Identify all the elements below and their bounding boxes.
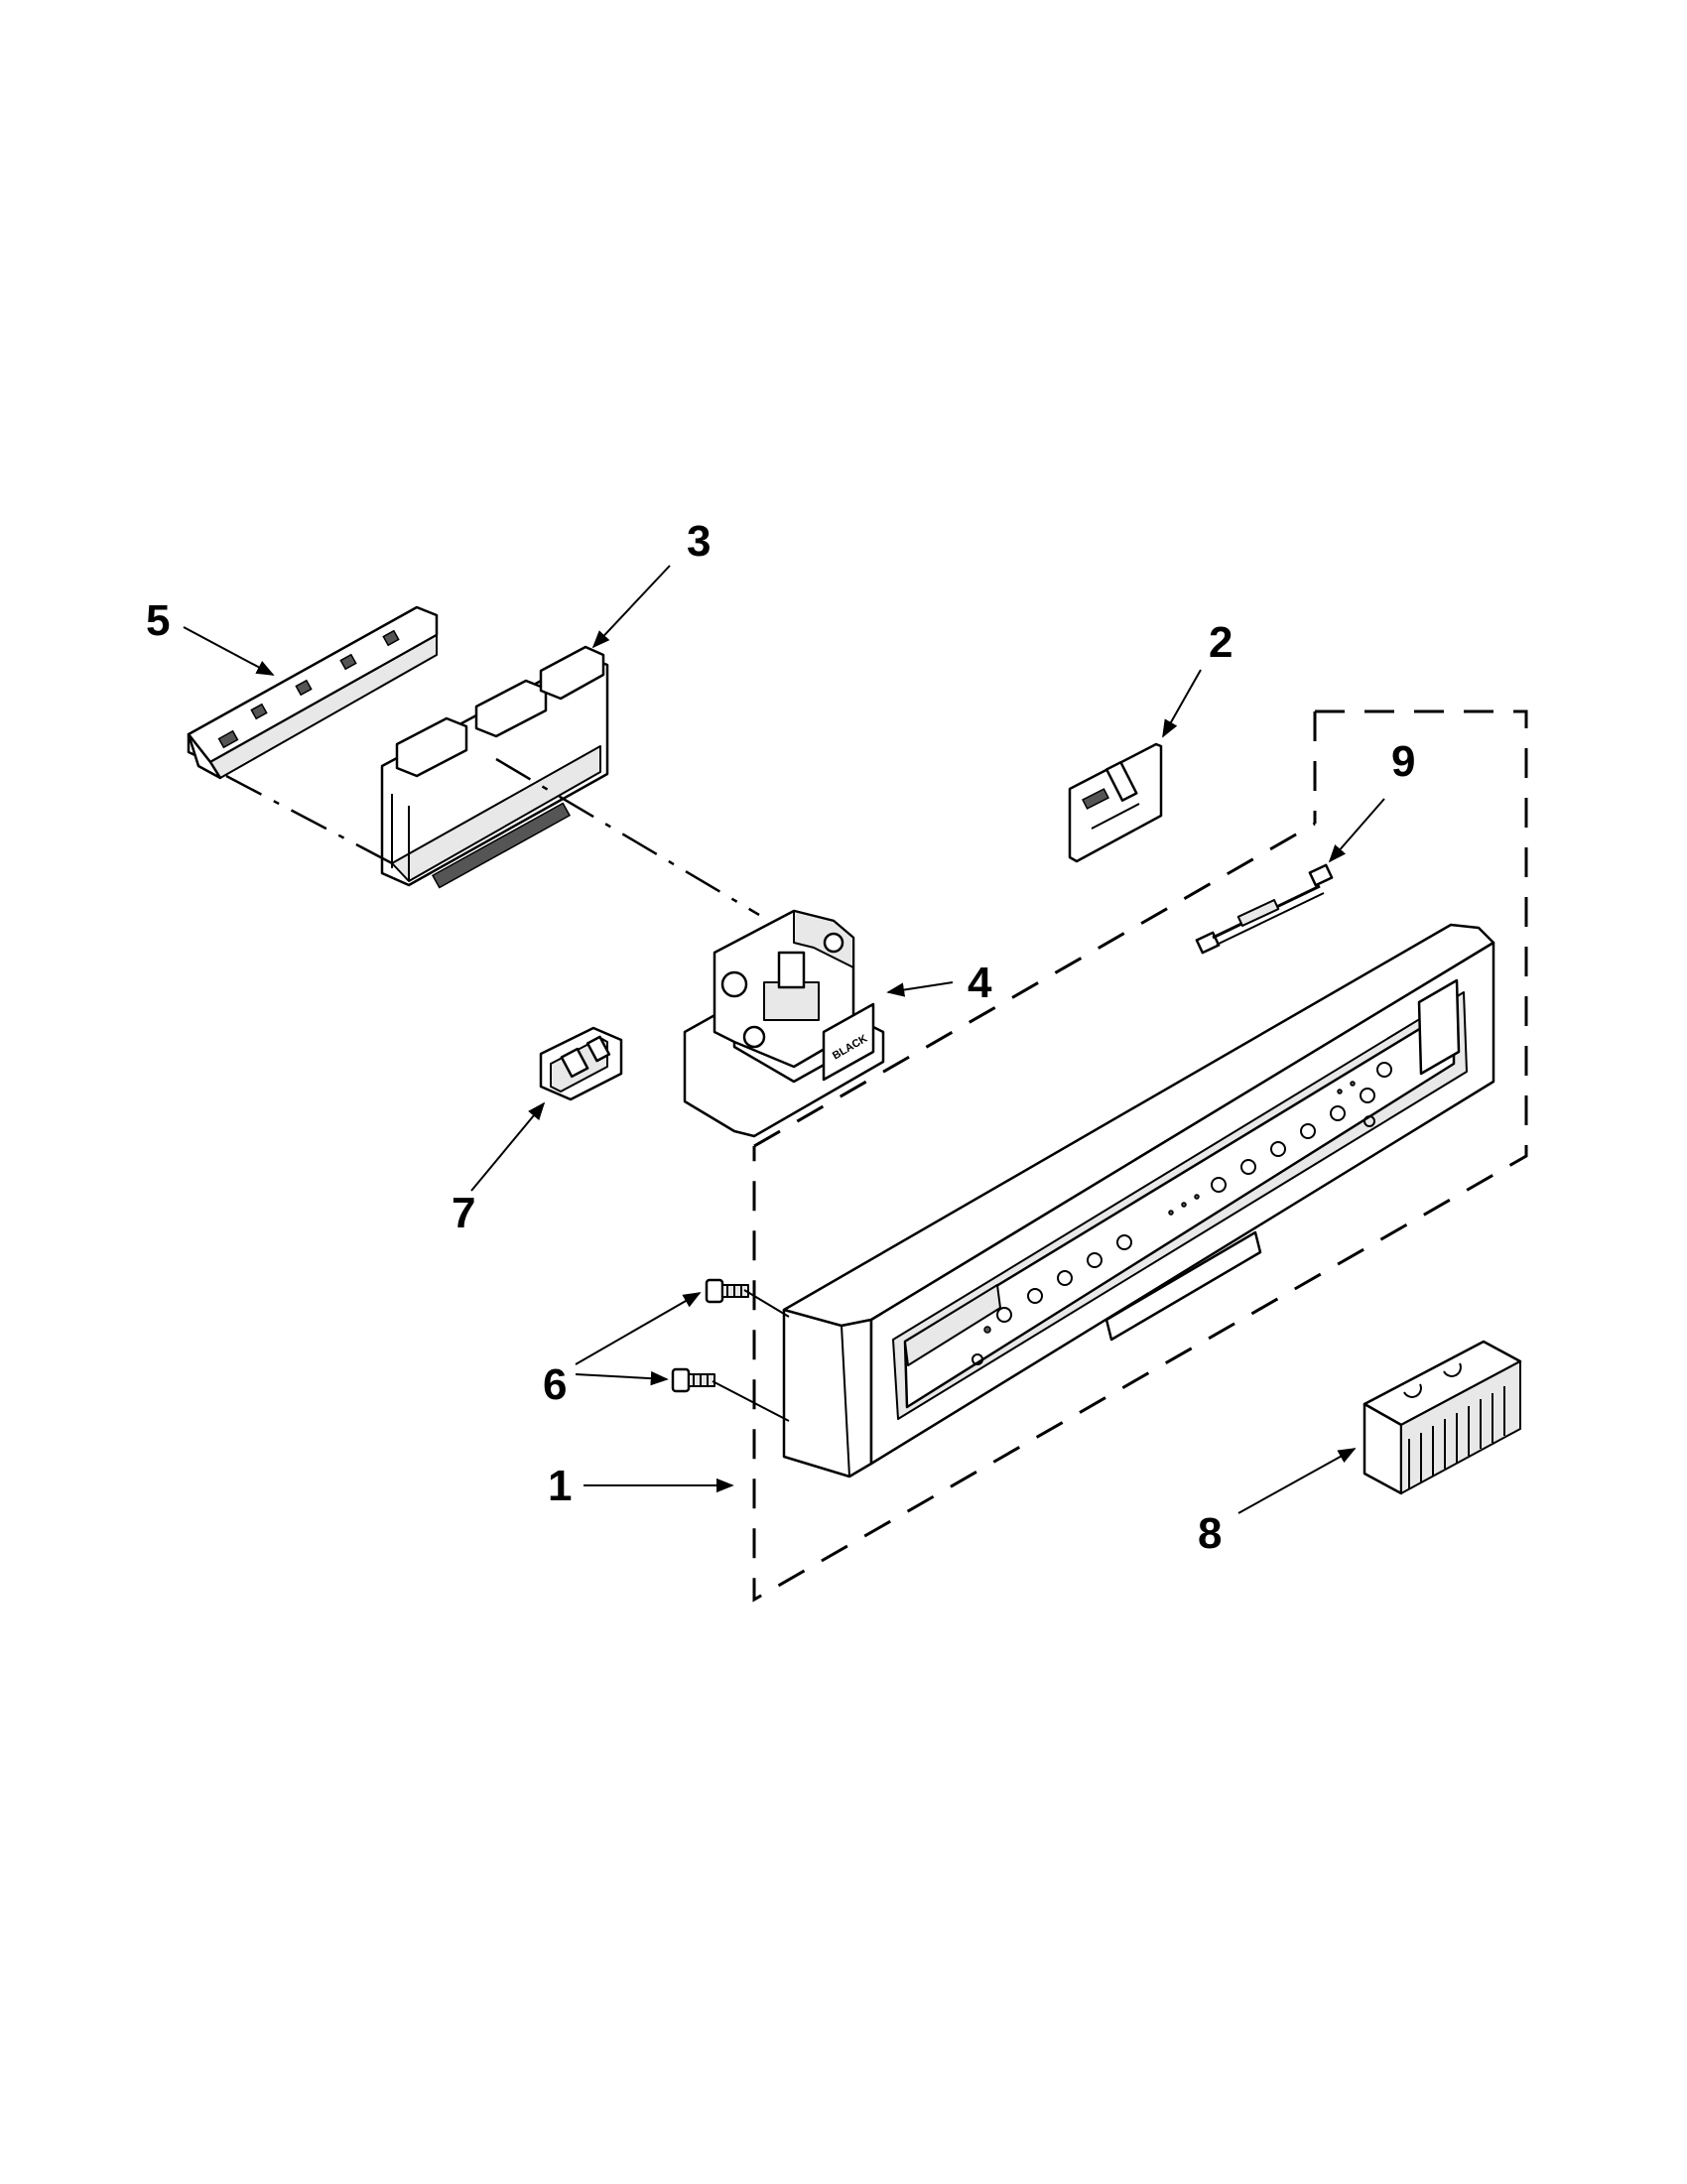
part-3-control-board	[380, 645, 609, 889]
callout-8: 8	[1198, 1509, 1222, 1558]
part-9-wire-harness	[1195, 863, 1334, 955]
callout-3: 3	[687, 517, 711, 566]
part-5-bracket	[187, 605, 439, 780]
alignment-line-5	[225, 774, 393, 865]
callout-6: 6	[543, 1360, 567, 1409]
alignment-line-3	[495, 757, 760, 917]
callout-2: 2	[1209, 618, 1233, 667]
callouts: 1 2 3 4 5 6 7 8 9	[146, 517, 1415, 1558]
part-1-control-panel	[782, 923, 1495, 1478]
part-7-clip	[539, 1026, 623, 1101]
part-4-housing: BLACK	[683, 909, 885, 1138]
callout-1: 1	[548, 1462, 572, 1510]
callout-4: 4	[968, 959, 992, 1007]
part-6-screws	[671, 1278, 790, 1422]
leader-arrows	[183, 565, 1385, 1514]
screw-upper	[705, 1278, 749, 1304]
part-8-brush-block	[1363, 1340, 1522, 1495]
panel-buttons	[972, 1062, 1392, 1365]
part-2-plate	[1068, 742, 1163, 863]
screw-lower	[671, 1367, 715, 1393]
assembly-boundary	[752, 709, 1528, 1603]
callout-9: 9	[1391, 737, 1415, 786]
brush-bristles	[1408, 1386, 1505, 1488]
callout-7: 7	[452, 1189, 475, 1237]
callout-5: 5	[146, 596, 170, 645]
